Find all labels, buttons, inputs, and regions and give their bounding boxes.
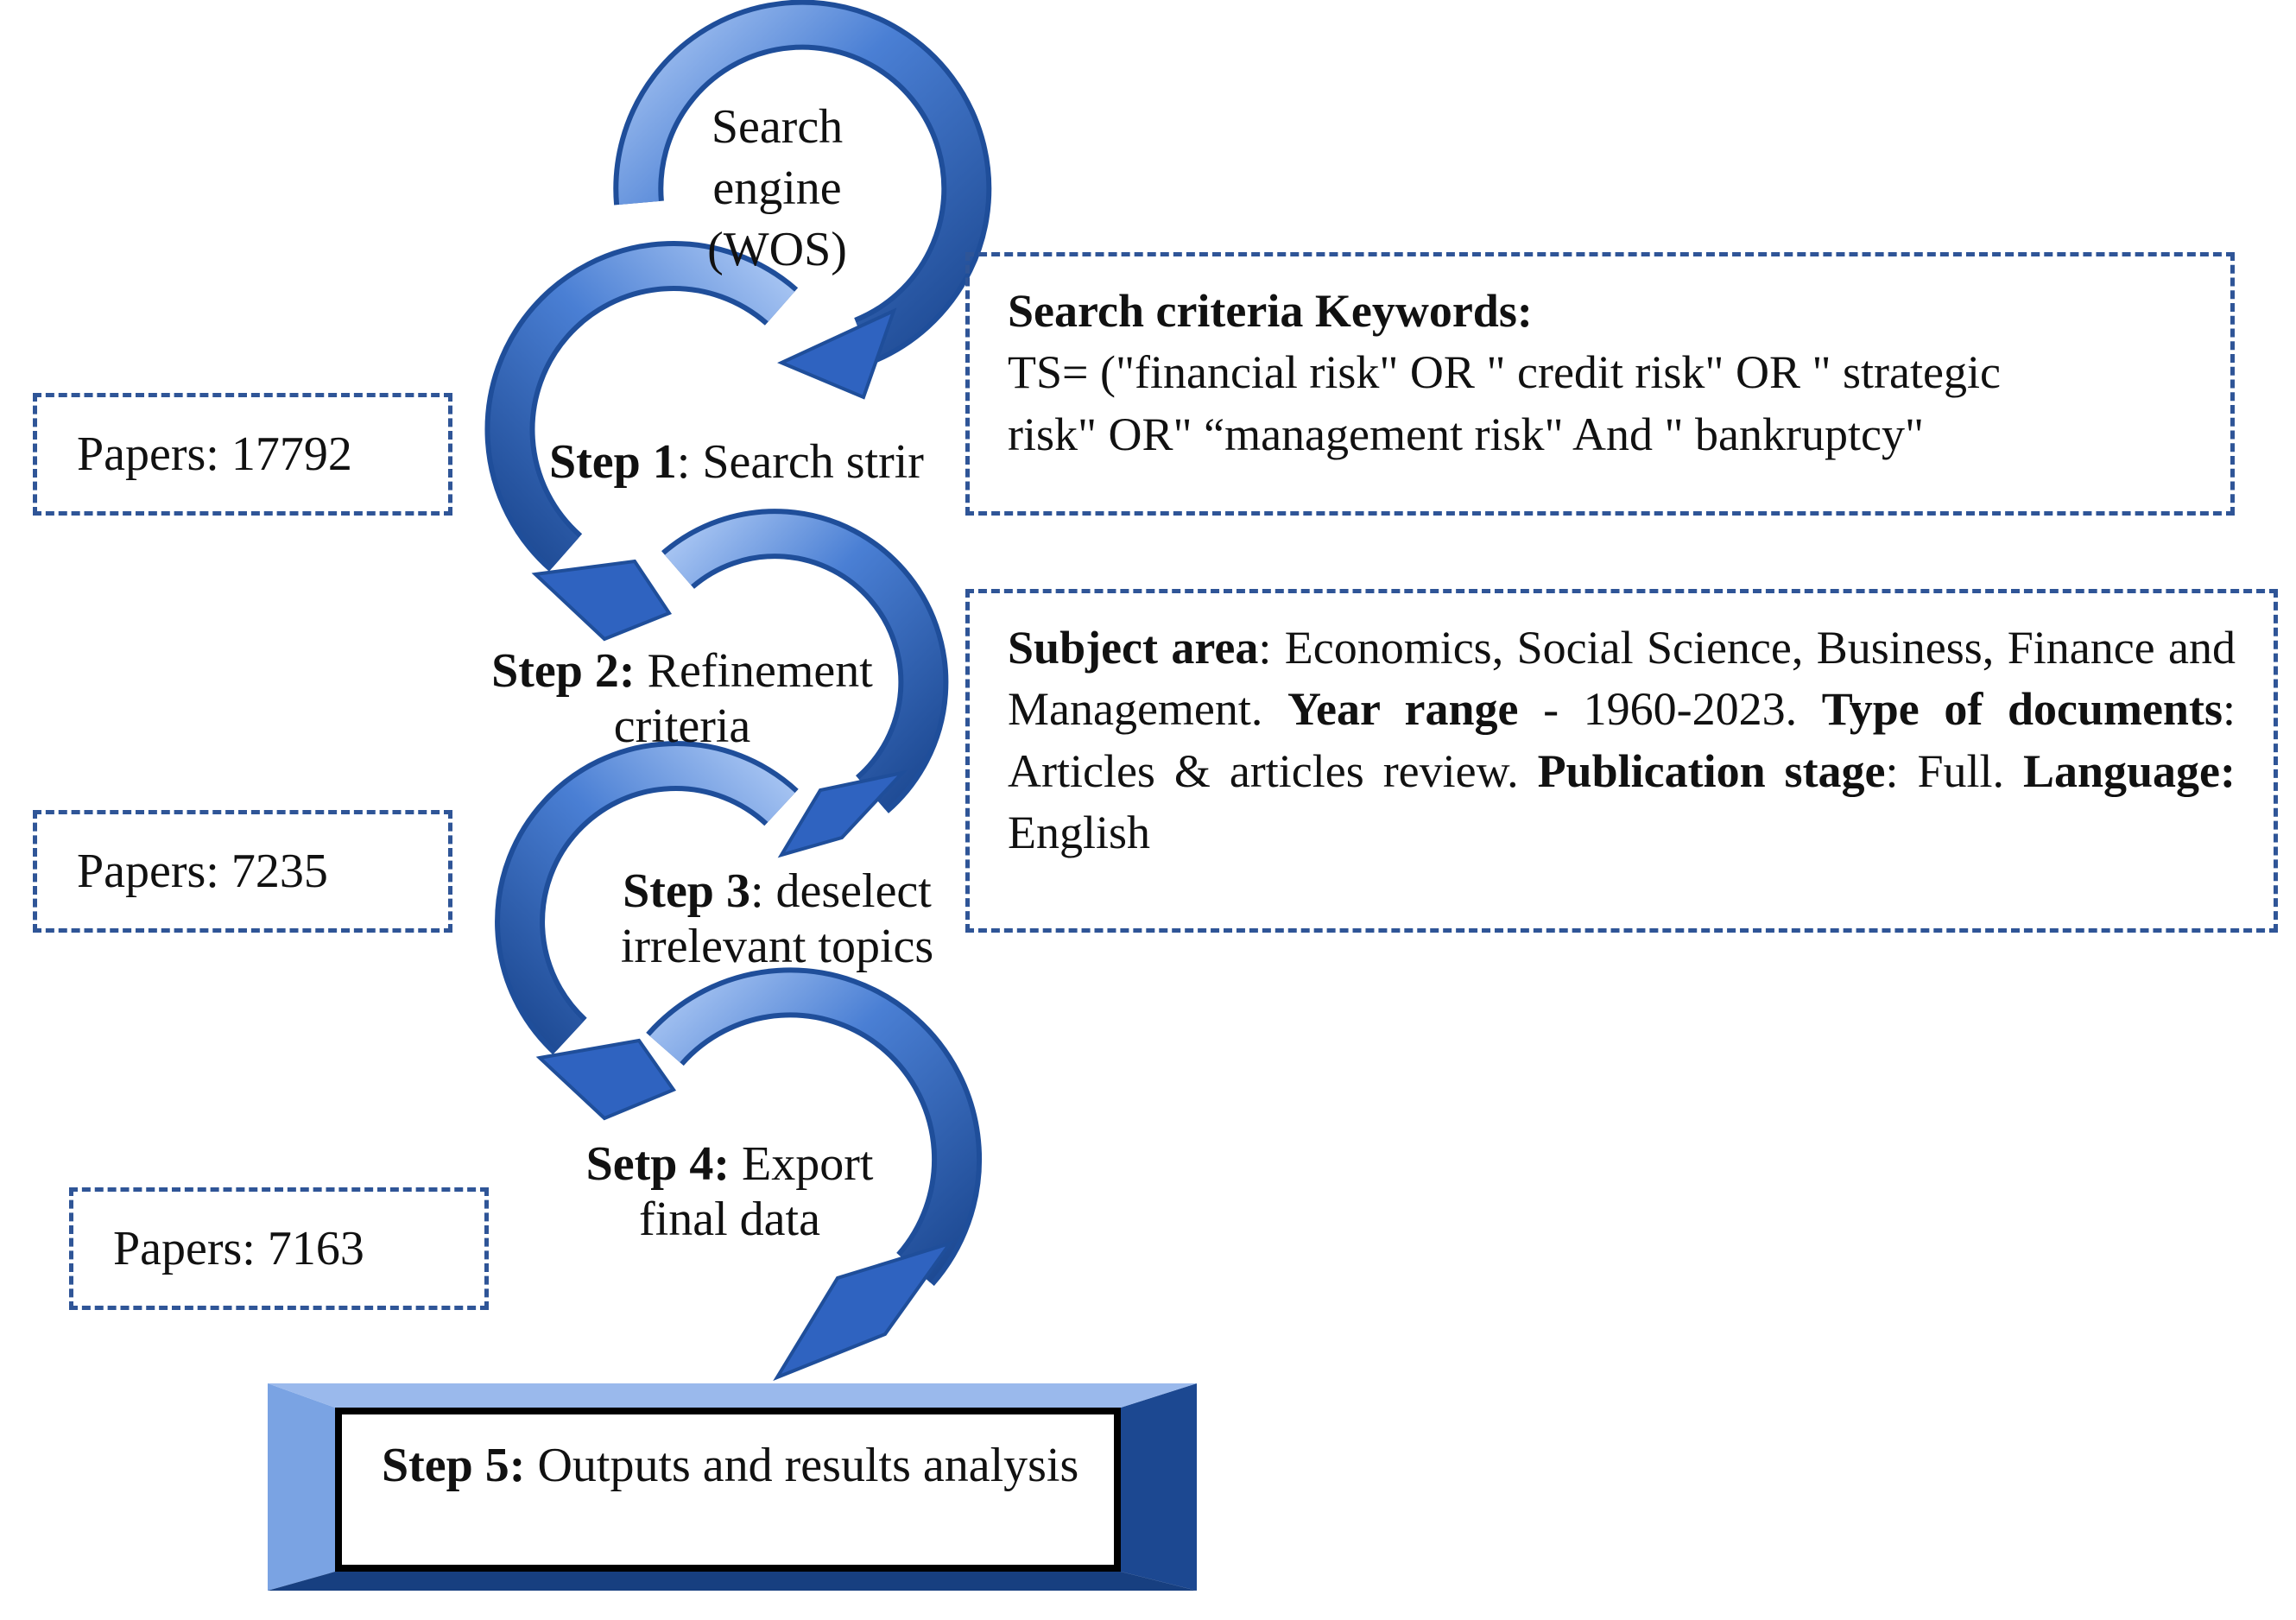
start-line-3: (WOS): [707, 223, 847, 276]
curved-arrow-3: [661, 509, 949, 858]
document-type-label: Type of documents: [1821, 683, 2223, 736]
step-4-label: Setp 4: Export final data: [557, 1136, 902, 1247]
step-5-title: Step 5:: [382, 1439, 526, 1492]
papers-count-3: Papers: 7163: [113, 1222, 364, 1275]
papers-box-1: Papers: 17792: [33, 393, 452, 516]
step-2-text-2: criteria: [613, 699, 751, 753]
search-criteria-line-2: risk" OR" “management risk" And " bankru…: [1008, 408, 1925, 460]
publication-stage-text: : Full.: [1885, 744, 2023, 797]
curved-arrow-1: [613, 0, 992, 400]
step-3-text: : deselect: [750, 864, 932, 918]
document-type-text: : Articles & articles review.: [1008, 683, 2236, 797]
step-1-text: : Search strir: [676, 435, 924, 489]
start-node-label: Search engine (WOS): [682, 97, 872, 281]
step-5-result-box: Step 5: Outputs and results analysis: [335, 1408, 1121, 1572]
start-line-2: engine: [712, 161, 842, 215]
step-2-title: Step 2:: [491, 644, 636, 698]
publication-stage-label: Publication stage: [1537, 744, 1886, 797]
curved-arrow-2: [484, 240, 799, 642]
result-bevel: [268, 1383, 1197, 1591]
search-criteria-line-1: TS= ("financial risk" OR " credit risk" …: [1008, 346, 2001, 399]
subject-area-label: Subject area: [1008, 622, 1259, 674]
language-text: English: [1008, 806, 1151, 858]
papers-box-3: Papers: 7163: [69, 1187, 489, 1310]
step-3-title: Step 3: [623, 864, 750, 918]
papers-box-2: Papers: 7235: [33, 810, 452, 933]
papers-count-2: Papers: 7235: [77, 845, 328, 898]
curved-arrow-5: [646, 967, 983, 1382]
curved-arrow-4: [495, 741, 799, 1121]
step-4-text-2: final data: [639, 1193, 820, 1246]
papers-count-1: Papers: 17792: [77, 427, 352, 481]
step-5-text: Outputs and results analysis: [525, 1439, 1079, 1492]
search-criteria-heading: Search criteria Keywords:: [1008, 285, 1533, 337]
step-2-text: Refinement: [635, 644, 873, 698]
refinement-criteria-box: Subject area: Economics, Social Science,…: [965, 589, 2278, 933]
step-3-label: Step 3: deselect irrelevant topics: [596, 864, 958, 974]
start-line-1: Search: [711, 100, 844, 154]
search-criteria-box: Search criteria Keywords: TS= ("financia…: [965, 252, 2235, 516]
step-4-title: Setp 4:: [585, 1137, 731, 1191]
step-1-title: Step 1: [549, 435, 677, 489]
language-label: Language:: [2022, 744, 2236, 797]
step-1-label: Step 1: Search strir: [549, 432, 967, 501]
step-2-label: Step 2: Refinement criteria: [466, 643, 898, 754]
year-range-label: Year range: [1287, 683, 1519, 736]
subject-area-text: : Economics, Social Science, Business, F…: [1008, 622, 2236, 736]
step-3-text-2: irrelevant topics: [620, 920, 934, 973]
step-4-text: Export: [730, 1137, 874, 1191]
year-range-text: - 1960-2023.: [1518, 683, 1822, 736]
